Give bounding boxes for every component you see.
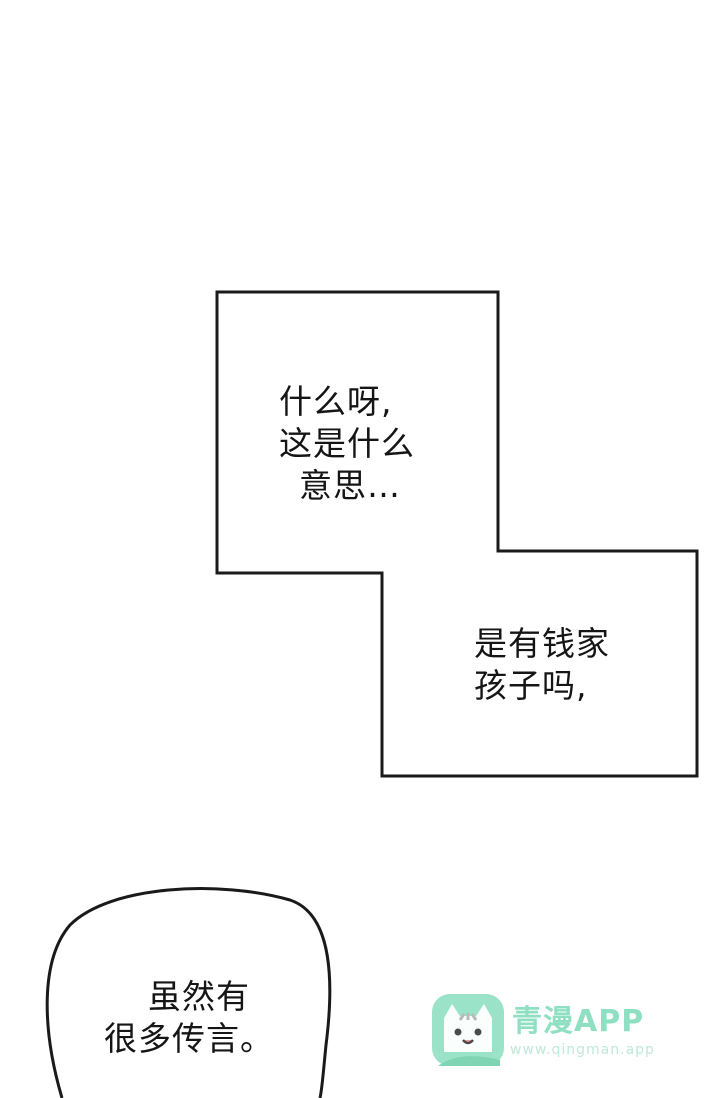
watermark: 青漫APP www.qingman.app <box>430 992 680 1072</box>
narration-box-1-line-2: 这是什么 <box>279 424 415 463</box>
narration-box-1-line-1: 什么呀, <box>279 382 393 421</box>
speech-bubble-border <box>45 887 332 1098</box>
watermark-title: 青漫APP <box>512 1004 645 1039</box>
speech-bubble-text: 虽然有 很多传言。 <box>104 976 274 1060</box>
watermark-url: www.qingman.app <box>510 1042 655 1058</box>
narration-box-1-border <box>215 290 699 778</box>
speech-bubble-line-1: 虽然有 <box>148 977 250 1016</box>
narration-box-1-text: 什么呀, 这是什么 意思… <box>279 381 415 507</box>
cat-mascot-icon <box>432 994 504 1066</box>
narration-box-1-line-3: 意思… <box>299 466 401 505</box>
narration-box-2-line-1: 是有钱家 <box>474 624 610 663</box>
narration-box-2-text: 是有钱家 孩子吗, <box>474 623 610 707</box>
speech-bubble-line-2: 很多传言。 <box>104 1019 274 1058</box>
narration-box-2-line-2: 孩子吗, <box>474 666 588 705</box>
